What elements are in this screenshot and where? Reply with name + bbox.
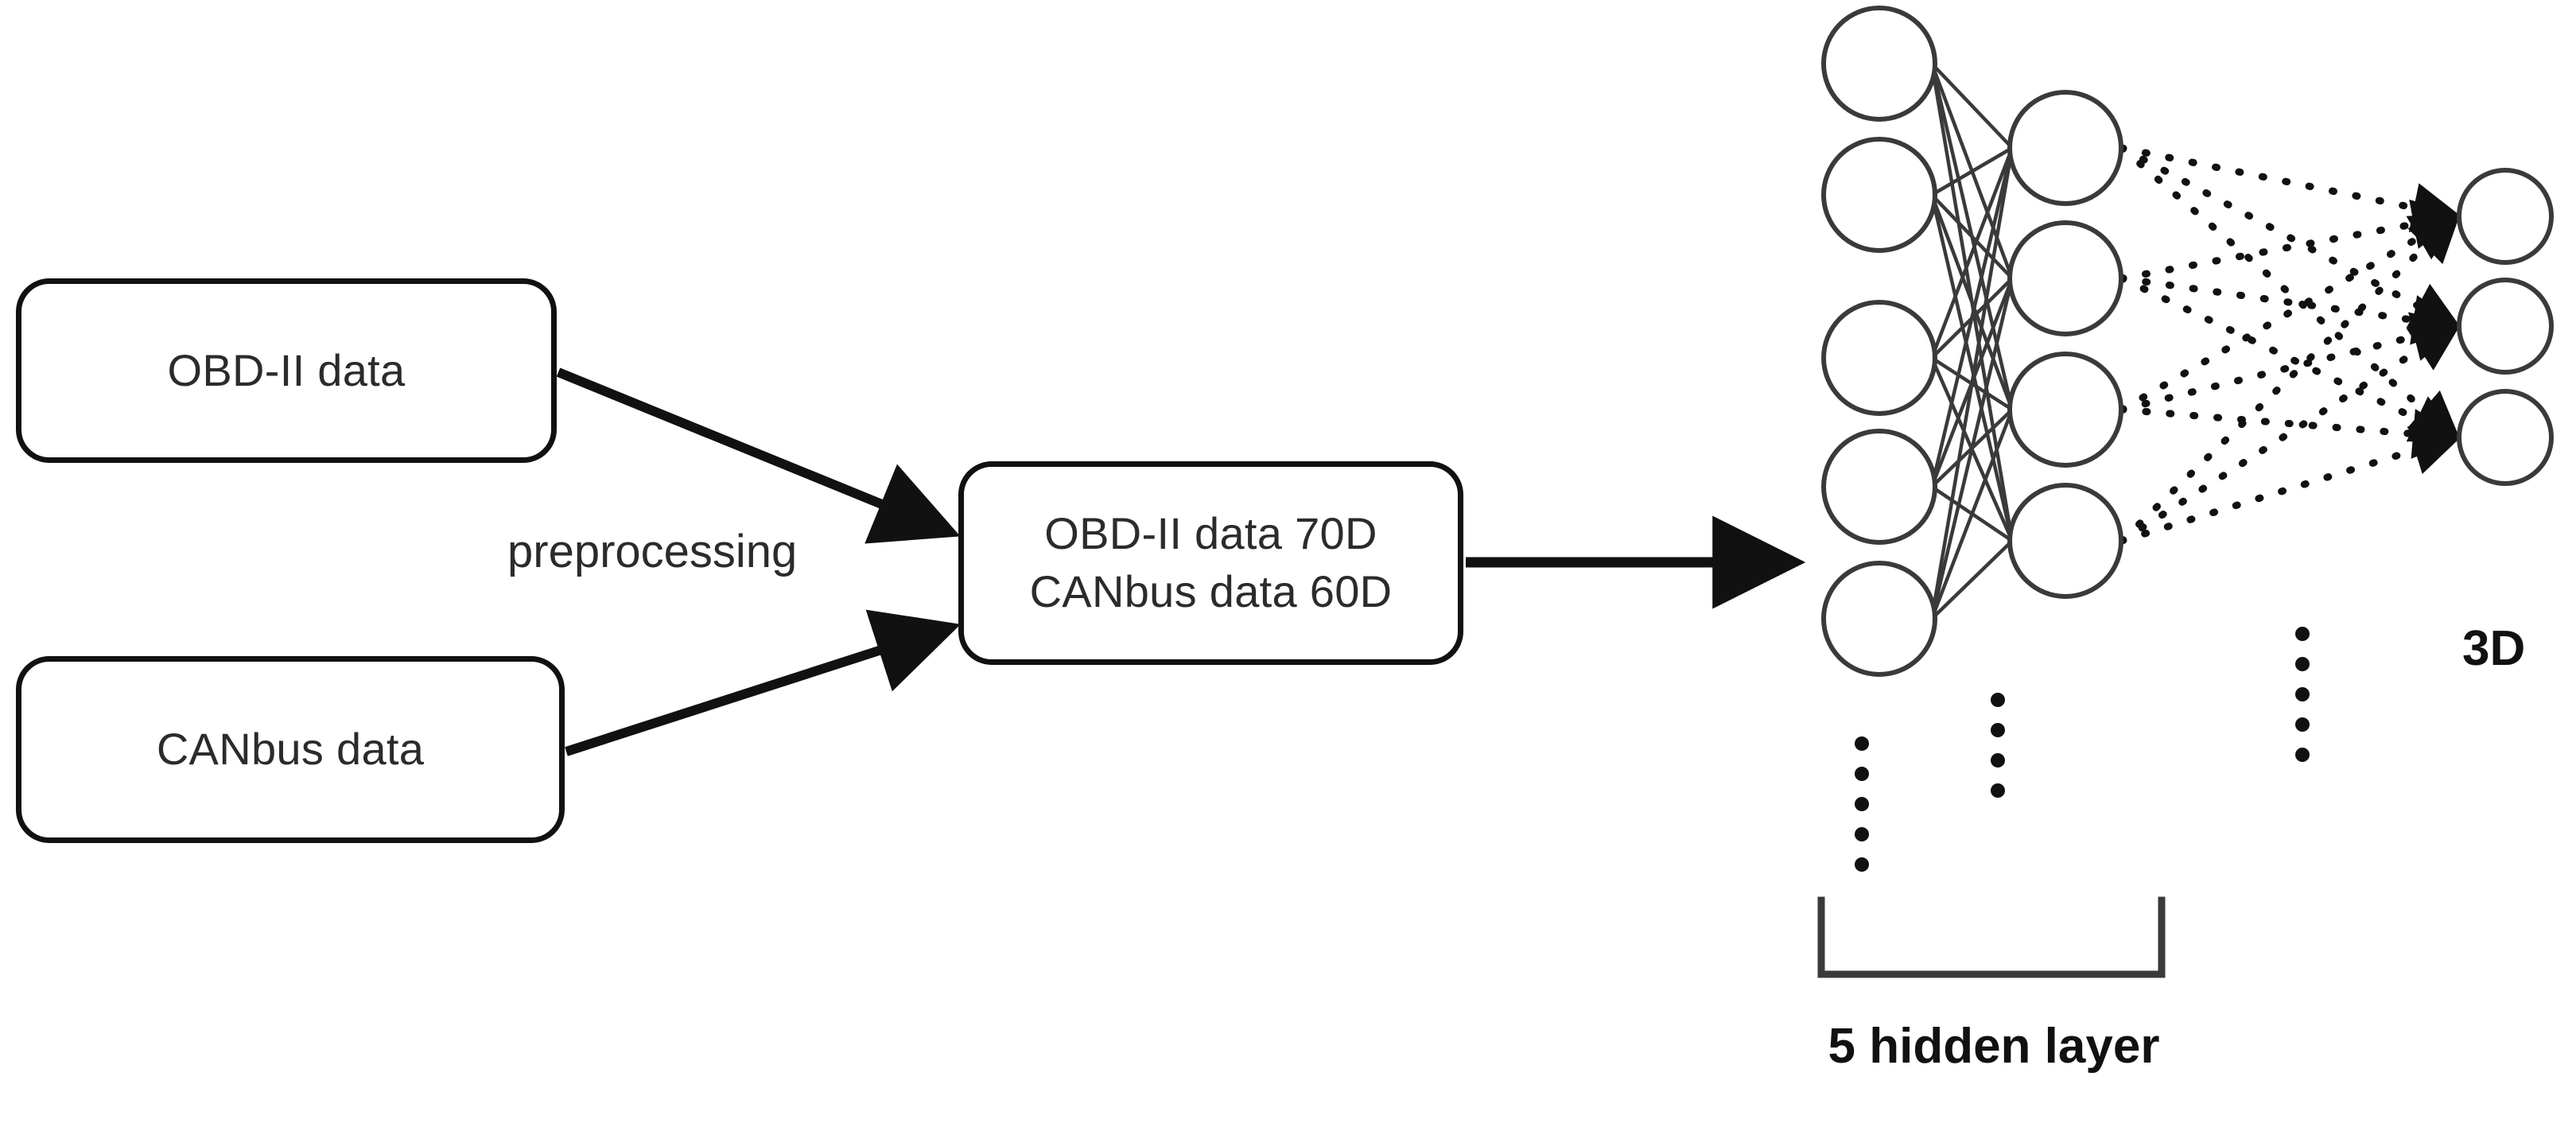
output-dimension-label: 3D	[2462, 621, 2526, 676]
ellipsis-dense-block	[2295, 627, 2310, 762]
ellipsis-input-layer	[1855, 736, 1869, 872]
node-hidden-2	[2007, 220, 2123, 336]
combined-data-box[interactable]: OBD-II data 70D CANbus data 60D	[958, 461, 1463, 665]
node-output-1	[2457, 168, 2554, 265]
network-input-layer-nodes	[1821, 6, 1937, 677]
preprocessing-edge-label: preprocessing	[507, 526, 798, 577]
source-box-canbus[interactable]: CANbus data	[16, 656, 565, 843]
source-box-canbus-label: CANbus data	[156, 724, 425, 775]
node-hidden-4	[2007, 483, 2123, 599]
network-edges-solid	[1929, 62, 2015, 620]
node-output-3	[2457, 389, 2554, 486]
node-input-4	[1821, 429, 1937, 545]
node-input-5	[1821, 561, 1937, 677]
arrow-canbus-to-combined	[565, 609, 961, 756]
ellipsis-hidden-layer	[1991, 693, 2005, 798]
network-hidden-layer-nodes	[2007, 90, 2123, 599]
network-output-layer-nodes	[2457, 168, 2554, 486]
node-hidden-3	[2007, 352, 2123, 468]
combined-data-line-2: CANbus data 60D	[1029, 566, 1393, 616]
node-hidden-1	[2007, 90, 2123, 206]
node-output-2	[2457, 278, 2554, 375]
network-edges-dotted	[2118, 144, 2463, 545]
node-input-1	[1821, 6, 1937, 122]
node-input-3	[1821, 300, 1937, 416]
hidden-layer-bracket	[1817, 896, 2166, 978]
node-input-2	[1821, 137, 1937, 253]
hidden-layer-caption: 5 hidden layer	[1828, 1019, 2160, 1074]
source-box-obd-label: OBD-II data	[167, 344, 406, 395]
source-box-obd[interactable]: OBD-II data	[16, 278, 557, 463]
combined-data-line-1: OBD-II data 70D	[1044, 508, 1377, 559]
arrow-obd-to-combined	[556, 367, 961, 544]
